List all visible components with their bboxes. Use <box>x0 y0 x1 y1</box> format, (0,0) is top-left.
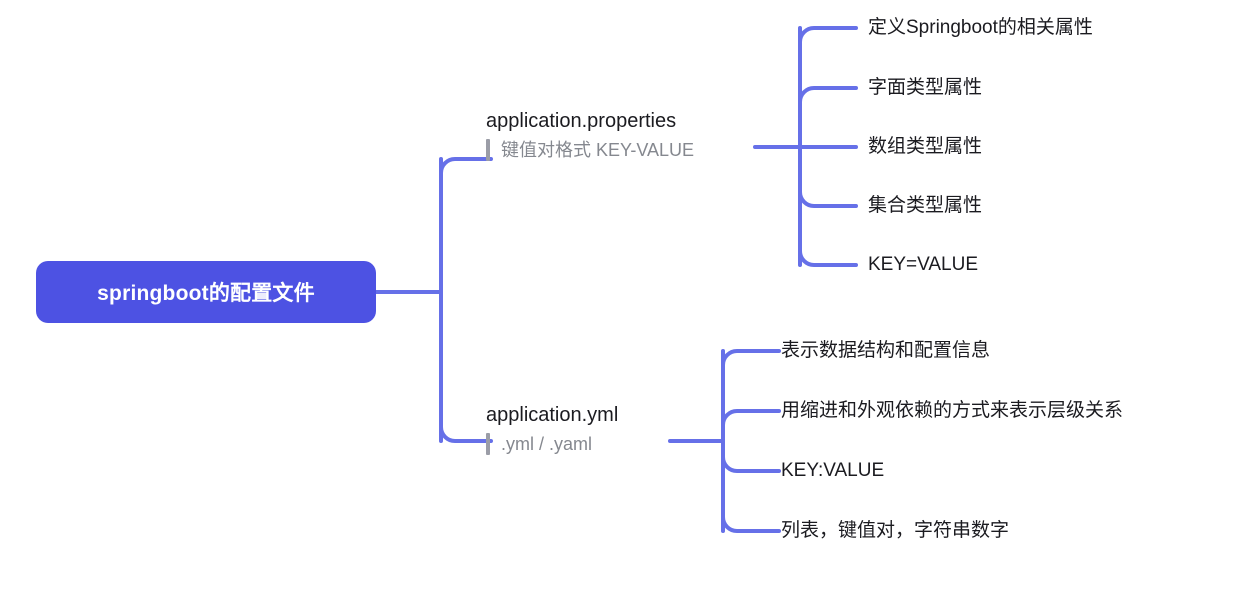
leaf-node[interactable]: 列表，键值对，字符串数字 <box>781 520 1010 541</box>
root-node[interactable]: springboot的配置文件 <box>36 261 376 323</box>
leaf-node[interactable]: 集合类型属性 <box>868 195 983 216</box>
branch-subtitle-row: .yml / .yaml <box>486 433 618 455</box>
leaf-node[interactable]: 数组类型属性 <box>868 136 983 157</box>
leaf-node[interactable]: 表示数据结构和配置信息 <box>781 340 991 361</box>
leaf-node[interactable]: 定义Springboot的相关属性 <box>868 17 1093 38</box>
edge-bracket-1-leaf-4 <box>798 190 858 208</box>
branch-title: application.yml <box>486 404 619 426</box>
branch-title: application.properties <box>486 110 677 132</box>
branch-subtitle: .yml / .yaml <box>501 434 593 454</box>
edge-bracket-1-leaf-1 <box>798 26 858 44</box>
edge-bracket-2-leaf-1 <box>721 349 781 367</box>
edge-bracket-2-leaf-2 <box>721 409 781 427</box>
edge-bracket-1-leaf-5 <box>798 249 858 267</box>
leaf-node[interactable]: KEY:VALUE <box>781 460 885 481</box>
leaf-node[interactable]: 用缩进和外观依赖的方式来表示层级关系 <box>781 400 1124 421</box>
accent-bar-icon <box>486 139 490 161</box>
edge-trunk-to-branch-1 <box>439 157 493 175</box>
root-node-label: springboot的配置文件 <box>97 282 315 305</box>
edge-bracket-2-leaf-3 <box>721 455 781 473</box>
leaf-node[interactable]: KEY=VALUE <box>868 254 979 275</box>
branch-node-application-yml[interactable]: application.yml .yml / .yaml <box>486 402 618 455</box>
branch-subtitle-row: 键值对格式 KEY-VALUE <box>486 139 694 161</box>
branch-subtitle: 键值对格式 KEY-VALUE <box>501 140 695 160</box>
edge-trunk-to-branch-2 <box>439 425 493 443</box>
edge-bracket-2-leaf-4 <box>721 515 781 533</box>
edge-bracket-1-leaf-2 <box>798 86 858 104</box>
branch-node-application-properties[interactable]: application.properties 键值对格式 KEY-VALUE <box>486 108 694 161</box>
accent-bar-icon <box>486 433 490 455</box>
leaf-node[interactable]: 字面类型属性 <box>868 77 983 98</box>
